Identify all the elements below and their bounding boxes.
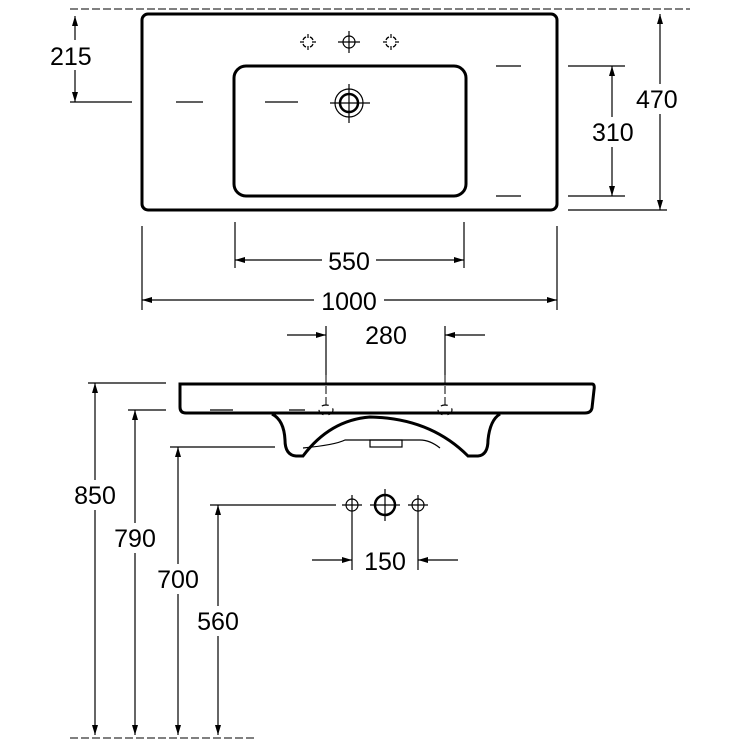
dim-150: 150 [312,515,458,576]
dim-850: 850 [68,382,166,735]
supply-hole-right-icon [408,495,428,515]
dim-1000: 1000 [141,226,558,316]
optional-tap-hole-right-icon [383,34,399,50]
dim-790: 790 [108,409,166,735]
supply-hole-left-icon [342,495,362,515]
dim-215-label: 215 [50,43,92,71]
dim-700: 700 [151,446,275,735]
dim-215: 215 [45,15,132,103]
dim-1000-label: 1000 [321,288,377,316]
supply-holes [342,489,428,521]
dim-790-label: 790 [114,525,156,553]
dim-310-label: 310 [592,119,634,147]
pedestal-outline [271,412,501,458]
dim-150-label: 150 [364,548,406,576]
dim-550-label: 550 [328,248,370,276]
dim-560-label: 560 [197,608,239,636]
bracket-hole-right-icon [437,404,453,416]
drain-icon [330,84,370,123]
basin-slab [178,382,596,415]
dim-310: 310 [568,65,642,197]
dim-560: 560 [191,504,336,735]
bracket-hole-left-icon [318,404,334,416]
centre-marks [176,65,521,197]
bowl-outline [232,64,468,198]
basin-outline [140,12,559,212]
dim-470: 470 [568,13,686,211]
side-view [178,382,596,458]
dim-850-label: 850 [74,482,116,510]
dim-280: 280 [287,322,485,405]
trap-outline [302,439,441,449]
optional-tap-hole-left-icon [300,34,316,50]
dim-700-label: 700 [157,566,199,594]
dim-550: 550 [234,222,465,276]
dim-470-label: 470 [636,86,678,114]
dim-280-label: 280 [365,322,407,350]
top-view [140,12,559,212]
outlet-icon [369,439,403,448]
tap-hole-icon [338,31,360,53]
waste-hole-icon [370,489,400,521]
